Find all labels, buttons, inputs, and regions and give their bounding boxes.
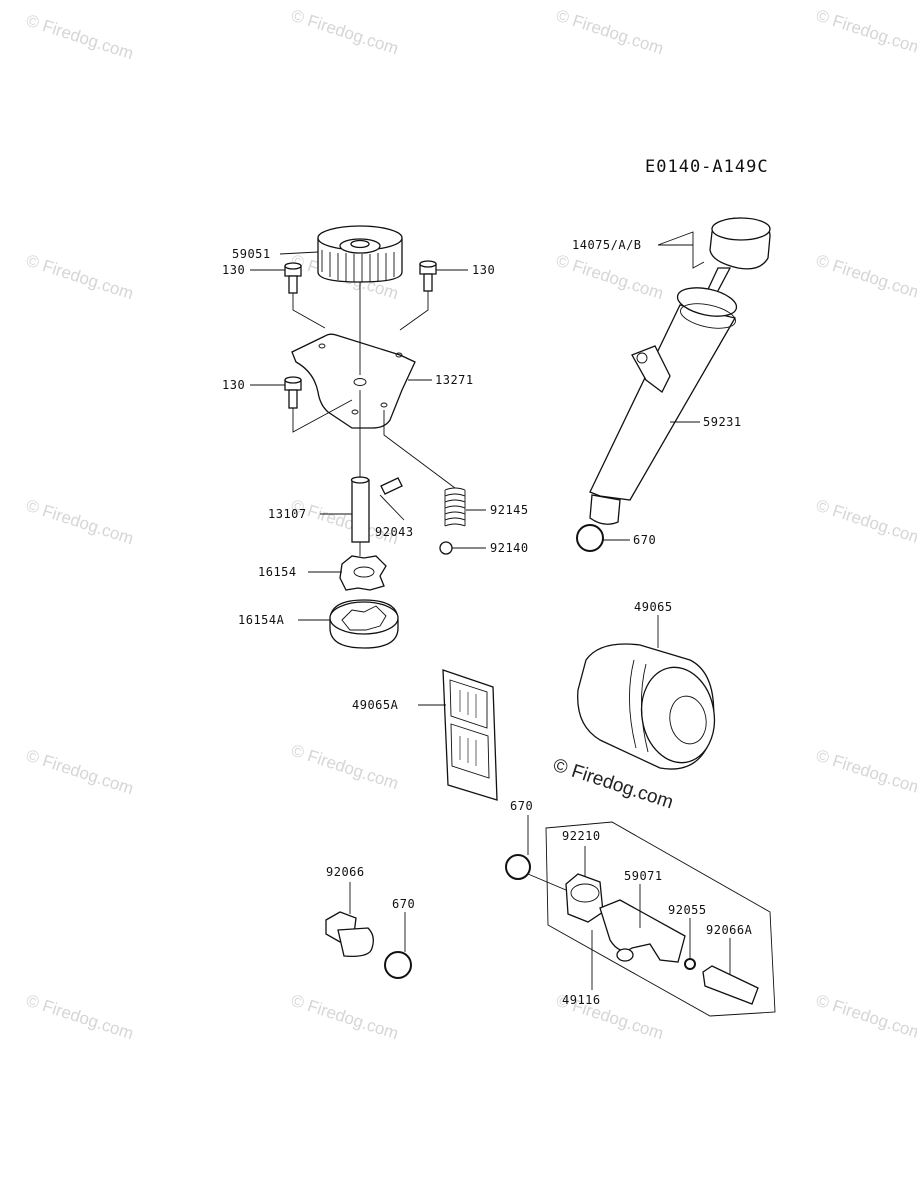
watermark: © Firedog.com xyxy=(814,746,917,799)
label-13271: 13271 xyxy=(435,373,474,387)
watermark: © Firedog.com xyxy=(24,746,136,799)
watermark: © Firedog.com xyxy=(814,251,917,304)
watermark: © Firedog.com xyxy=(814,496,917,549)
label-13107: 13107 xyxy=(268,507,307,521)
watermark: © Firedog.com xyxy=(289,741,401,794)
watermark: © Firedog.com xyxy=(24,11,136,64)
nut-92210 xyxy=(565,873,604,923)
label-670-bot: 670 xyxy=(392,897,415,911)
label-14075: 14075/A/B xyxy=(572,238,642,252)
screen-49065A xyxy=(442,669,498,801)
part-labels: 59051 130 130 130 13271 13107 92043 9214… xyxy=(222,238,753,1007)
label-92066: 92066 xyxy=(326,865,365,879)
valve-59071 xyxy=(599,899,686,963)
label-49065A: 49065A xyxy=(352,698,399,712)
label-670-mid: 670 xyxy=(510,799,533,813)
label-130-mid: 130 xyxy=(222,378,245,392)
watermark: © Firedog.com xyxy=(24,496,136,549)
label-92145: 92145 xyxy=(490,503,529,517)
plug-92066 xyxy=(325,911,374,957)
label-59231: 59231 xyxy=(703,415,742,429)
pin-92043 xyxy=(380,477,403,495)
leader-lines xyxy=(250,231,731,990)
ball-92140 xyxy=(439,541,453,555)
watermark: © Firedog.com xyxy=(289,6,401,59)
oring-670-top xyxy=(576,524,604,552)
label-92055: 92055 xyxy=(668,903,707,917)
diagram-code: E0140-A149C xyxy=(645,157,769,177)
label-670-top: 670 xyxy=(633,533,656,547)
filter-49065 xyxy=(577,643,716,770)
label-59071: 59071 xyxy=(624,869,663,883)
label-92066A: 92066A xyxy=(706,923,753,937)
plug-92066A xyxy=(702,965,759,1005)
label-49116: 49116 xyxy=(562,993,601,1007)
plate-13271 xyxy=(291,333,416,429)
tube-59231 xyxy=(589,287,738,525)
oring-670-mid xyxy=(505,854,531,880)
cap-14075 xyxy=(702,217,771,303)
watermark: © Firedog.com xyxy=(814,991,917,1044)
bolt-130-mid xyxy=(284,376,302,409)
watermark: © Firedog.com xyxy=(24,251,136,304)
label-16154A: 16154A xyxy=(238,613,285,627)
rotor-16154A xyxy=(329,599,399,649)
label-92043: 92043 xyxy=(375,525,414,539)
gear-59051 xyxy=(317,225,403,283)
label-130-left: 130 xyxy=(222,263,245,277)
oring-670-bot xyxy=(384,951,412,979)
watermark: © Firedog.com xyxy=(554,251,666,304)
watermark: © Firedog.com xyxy=(24,991,136,1044)
shaft-13107 xyxy=(350,476,370,543)
rotor-16154 xyxy=(339,555,387,591)
watermark: © Firedog.com xyxy=(289,991,401,1044)
oring-92055 xyxy=(684,958,696,970)
spring-92145 xyxy=(444,487,466,527)
label-130-right: 130 xyxy=(472,263,495,277)
watermark: © Firedog.com xyxy=(814,6,917,59)
bolt-130-left xyxy=(284,262,302,294)
watermark: © Firedog.com xyxy=(554,6,666,59)
label-92210: 92210 xyxy=(562,829,601,843)
watermark: © Firedog.com xyxy=(289,496,401,549)
label-49065: 49065 xyxy=(634,600,673,614)
label-92140: 92140 xyxy=(490,541,529,555)
watermark-grid: © Firedog.com © Firedog.com © Firedog.co… xyxy=(24,6,917,1044)
label-16154: 16154 xyxy=(258,565,297,579)
bolt-130-right xyxy=(419,260,437,292)
label-59051: 59051 xyxy=(232,247,271,261)
relief-valve-group xyxy=(545,821,776,1017)
